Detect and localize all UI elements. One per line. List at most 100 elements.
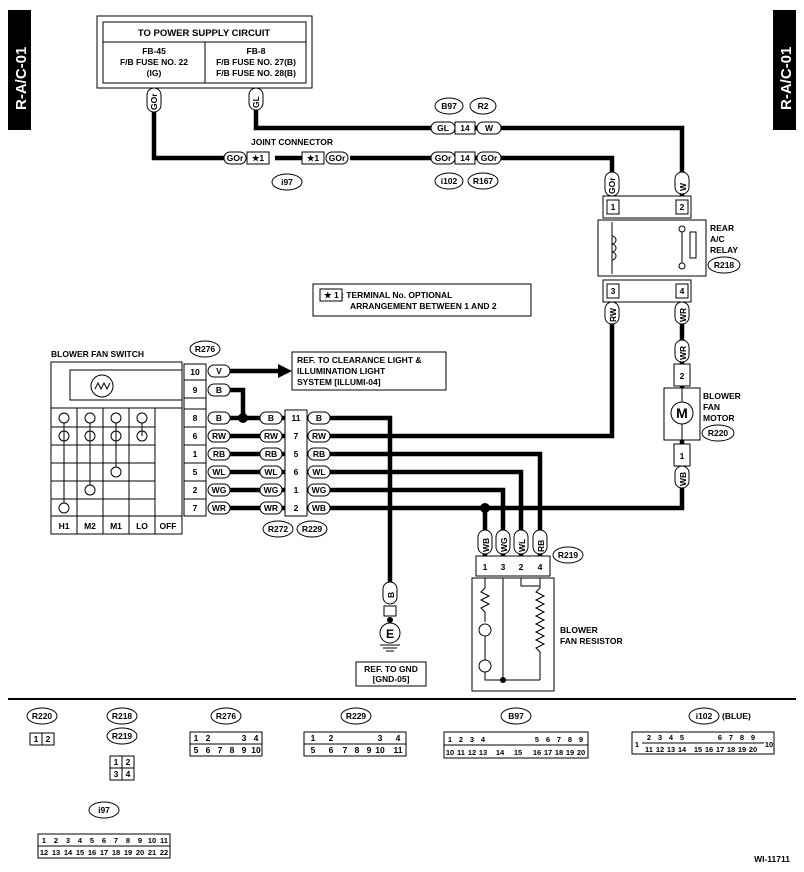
svg-text:1: 1	[483, 562, 488, 572]
svg-text:BLOWER: BLOWER	[560, 625, 598, 635]
svg-text:11: 11	[457, 748, 465, 757]
svg-text:R229: R229	[346, 711, 367, 721]
svg-text:14: 14	[678, 745, 687, 754]
svg-text:2: 2	[126, 757, 131, 767]
svg-text:RB: RB	[213, 449, 225, 459]
svg-text:9: 9	[751, 733, 755, 742]
svg-text:RW: RW	[264, 431, 279, 441]
svg-text:11: 11	[292, 413, 301, 423]
svg-text:2: 2	[680, 202, 685, 212]
svg-text:R2: R2	[478, 101, 489, 111]
svg-text:17: 17	[100, 848, 108, 857]
svg-text:7: 7	[557, 735, 561, 744]
svg-text:8: 8	[740, 733, 744, 742]
svg-text:B: B	[216, 385, 222, 395]
svg-text:9: 9	[579, 735, 583, 744]
svg-text:BLOWER: BLOWER	[703, 391, 741, 401]
svg-text:WR: WR	[212, 503, 226, 513]
power-box-left-line-2: F/B FUSE NO. 22	[120, 57, 188, 67]
svg-text:4: 4	[78, 836, 83, 845]
svg-text:WL: WL	[212, 467, 225, 477]
svg-text:5: 5	[90, 836, 94, 845]
svg-text:4: 4	[538, 562, 543, 572]
svg-text:8: 8	[193, 413, 198, 423]
svg-text:REF. TO CLEARANCE LIGHT &: REF. TO CLEARANCE LIGHT &	[297, 355, 422, 365]
joint-connector: JOINT CONNECTOR GOr ★1 ★1 GOr i97	[223, 137, 349, 191]
svg-text:18: 18	[112, 848, 120, 857]
svg-text:10: 10	[446, 748, 454, 757]
svg-text:ILLUMINATION LIGHT: ILLUMINATION LIGHT	[297, 366, 386, 376]
svg-text:1: 1	[448, 735, 452, 744]
svg-text:1: 1	[635, 740, 639, 749]
svg-text:R219: R219	[112, 731, 133, 741]
svg-text:7: 7	[218, 745, 223, 755]
connector-id-i97: i97	[281, 177, 293, 187]
svg-text:11: 11	[645, 745, 653, 754]
svg-text:5: 5	[193, 467, 198, 477]
svg-text:MOTOR: MOTOR	[703, 413, 734, 423]
wire-label-gl-top: GL	[248, 87, 264, 111]
svg-text:9: 9	[367, 745, 372, 755]
svg-text:GL: GL	[251, 96, 261, 108]
svg-text:GL: GL	[437, 123, 449, 133]
svg-text:GOr: GOr	[607, 177, 617, 194]
svg-text:4: 4	[669, 733, 674, 742]
svg-text:5: 5	[294, 449, 299, 459]
svg-text:8: 8	[568, 735, 572, 744]
svg-text:R218: R218	[112, 711, 133, 721]
svg-text:14: 14	[460, 153, 470, 163]
svg-text:5: 5	[311, 745, 316, 755]
svg-text:1: 1	[42, 836, 46, 845]
svg-text:7: 7	[729, 733, 733, 742]
svg-text:RB: RB	[313, 449, 325, 459]
power-box-left-line-1: FB-45	[142, 46, 166, 56]
svg-text:9: 9	[242, 745, 247, 755]
side-tab-right-label: R-A/C-01	[778, 47, 795, 110]
svg-text:7: 7	[343, 745, 348, 755]
svg-text:W: W	[678, 182, 688, 191]
svg-text:FAN: FAN	[703, 402, 720, 412]
svg-text:WR: WR	[678, 308, 688, 322]
svg-text:1: 1	[680, 451, 685, 461]
svg-text:WG: WG	[312, 485, 327, 495]
svg-text:i102: i102	[696, 711, 713, 721]
svg-text:H1: H1	[59, 521, 70, 531]
svg-text:A/C: A/C	[710, 234, 725, 244]
svg-text:15: 15	[694, 745, 702, 754]
svg-text:14: 14	[496, 748, 505, 757]
note-box: ★ 1 : TERMINAL No. OPTIONAL ARRANGEMENT …	[312, 283, 532, 317]
side-tab-right: R-A/C-01	[773, 10, 796, 130]
svg-text:B: B	[216, 413, 222, 423]
svg-text:RW: RW	[608, 307, 618, 322]
svg-text:R167: R167	[473, 176, 494, 186]
svg-text:4: 4	[254, 733, 259, 743]
svg-text:19: 19	[124, 848, 132, 857]
svg-text:RB: RB	[536, 540, 546, 552]
svg-text:E: E	[386, 627, 394, 641]
figure-id: WI-11711	[754, 854, 790, 864]
svg-text:3: 3	[114, 769, 119, 779]
svg-text:2: 2	[294, 503, 299, 513]
svg-text:6: 6	[329, 745, 334, 755]
svg-text:16: 16	[533, 748, 541, 757]
connector-b97-r2: B97 R2 GL 14 W	[430, 97, 502, 135]
svg-text:B97: B97	[508, 711, 524, 721]
svg-text:WB: WB	[481, 538, 491, 552]
svg-text:R276: R276	[216, 711, 237, 721]
svg-text:5: 5	[194, 745, 199, 755]
svg-text:FAN RESISTOR: FAN RESISTOR	[560, 636, 623, 646]
svg-text:V: V	[216, 366, 222, 376]
svg-text:WR: WR	[264, 503, 278, 513]
svg-text:WG: WG	[264, 485, 279, 495]
svg-text:2: 2	[519, 562, 524, 572]
svg-text:4: 4	[680, 286, 685, 296]
svg-text:R219: R219	[558, 550, 579, 560]
blower-fan-motor: WR 2 M 1 WB BLOWER FAN MOTOR R220	[663, 339, 741, 489]
svg-text:3: 3	[611, 286, 616, 296]
svg-text:2: 2	[206, 733, 211, 743]
svg-text:1: 1	[294, 485, 299, 495]
svg-text:WL: WL	[264, 467, 277, 477]
svg-text:21: 21	[148, 848, 156, 857]
